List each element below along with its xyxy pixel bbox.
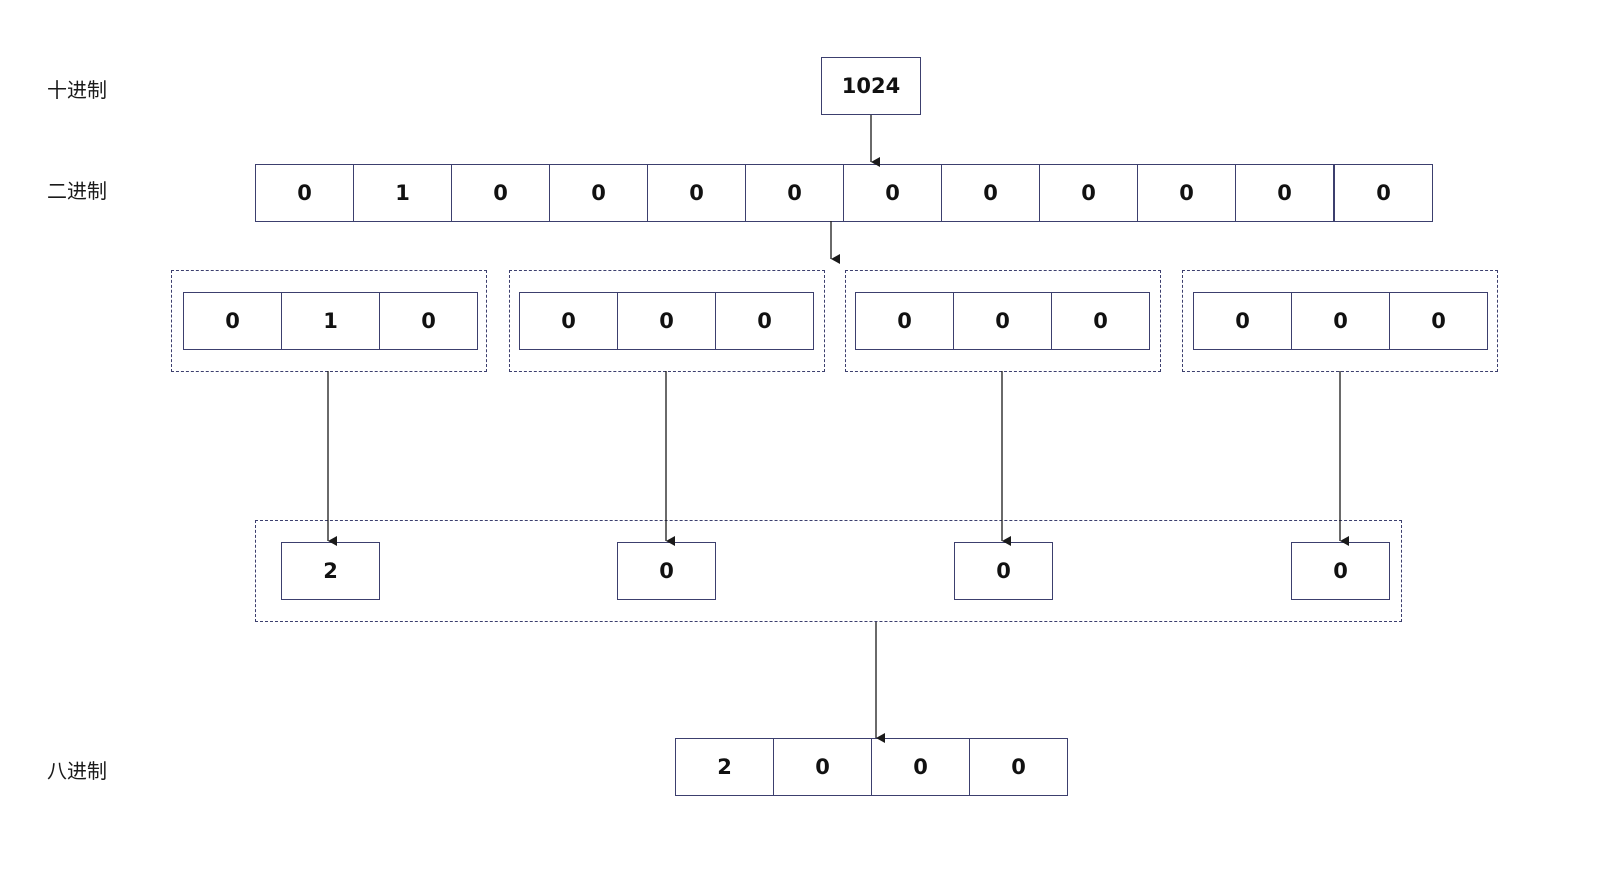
octal-result-cell: 2 bbox=[675, 738, 774, 796]
octal-digits-container bbox=[255, 520, 1402, 622]
binary-digit-cell: 0 bbox=[941, 164, 1040, 222]
binary-group-box bbox=[509, 270, 825, 372]
octal-digit-cell: 2 bbox=[281, 542, 380, 600]
octal-result-cell: 0 bbox=[871, 738, 970, 796]
binary-digit-cell: 0 bbox=[451, 164, 550, 222]
binary-digit-cell: 0 bbox=[1235, 164, 1334, 222]
binary-digit-cell: 0 bbox=[745, 164, 844, 222]
group-digit-cell: 0 bbox=[379, 292, 478, 350]
group-digit-cell: 0 bbox=[1193, 292, 1292, 350]
binary-digit-cell: 0 bbox=[843, 164, 942, 222]
octal-digit-cell: 0 bbox=[617, 542, 716, 600]
binary-digit-cell: 0 bbox=[1334, 164, 1433, 222]
binary-digit-cell: 1 bbox=[353, 164, 452, 222]
binary-digit-cell: 0 bbox=[1137, 164, 1236, 222]
group-digit-cell: 0 bbox=[1291, 292, 1390, 350]
group-digit-cell: 0 bbox=[1051, 292, 1150, 350]
octal-digit-cell: 0 bbox=[1291, 542, 1390, 600]
binary-label: 二进制 bbox=[47, 179, 107, 203]
octal-result-cell: 0 bbox=[773, 738, 872, 796]
decimal-label: 十进制 bbox=[47, 78, 107, 102]
group-digit-cell: 0 bbox=[519, 292, 618, 350]
group-digit-cell: 0 bbox=[715, 292, 814, 350]
binary-group-box bbox=[171, 270, 487, 372]
group-digit-cell: 1 bbox=[281, 292, 380, 350]
binary-digit-cell: 0 bbox=[1039, 164, 1138, 222]
octal-result-cell: 0 bbox=[969, 738, 1068, 796]
binary-digit-cell: 0 bbox=[647, 164, 746, 222]
octal-label: 八进制 bbox=[47, 759, 107, 783]
group-digit-cell: 0 bbox=[617, 292, 716, 350]
binary-digit-cell: 0 bbox=[255, 164, 354, 222]
group-digit-cell: 0 bbox=[183, 292, 282, 350]
decimal-value-box: 1024 bbox=[821, 57, 921, 115]
group-digit-cell: 0 bbox=[1389, 292, 1488, 350]
group-digit-cell: 0 bbox=[855, 292, 954, 350]
binary-group-box bbox=[845, 270, 1161, 372]
